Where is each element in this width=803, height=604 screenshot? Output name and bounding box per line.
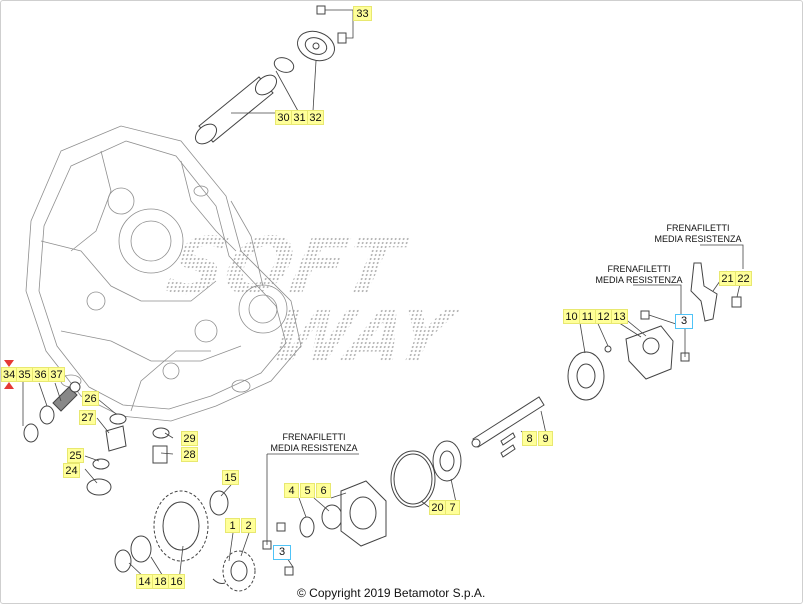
note-threadlocker-low: FRENAFILETTI MEDIA RESISTENZA (259, 432, 369, 454)
note-threadlocker-mid: FRENAFILETTI MEDIA RESISTENZA (584, 264, 694, 286)
part-label-15[interactable]: 15 (222, 470, 239, 485)
part-label-13[interactable]: 13 (611, 309, 628, 324)
note-mid-line2: MEDIA RESISTENZA (595, 275, 683, 285)
part-label-18[interactable]: 18 (152, 574, 169, 589)
crankcase (25, 125, 302, 422)
bracket (690, 262, 742, 322)
part-label-5[interactable]: 5 (300, 483, 315, 498)
part-label-2[interactable]: 2 (241, 518, 256, 533)
part-label-8[interactable]: 8 (522, 431, 537, 446)
part-label-24[interactable]: 24 (63, 463, 80, 478)
part-label-12[interactable]: 12 (595, 309, 612, 324)
part-label-26[interactable]: 26 (82, 391, 99, 406)
watermark-line2: WAY (262, 295, 466, 379)
part-label-10[interactable]: 10 (563, 309, 580, 324)
note-low-line1: FRENAFILETTI (282, 432, 346, 442)
oil-filter-assembly (194, 5, 347, 145)
part-label-30[interactable]: 30 (275, 110, 292, 125)
part-label-33[interactable]: 33 (353, 6, 372, 21)
part-label-3-lower[interactable]: 3 (273, 545, 291, 560)
part-label-4[interactable]: 4 (284, 483, 299, 498)
note-top-line1: FRENAFILETTI (666, 223, 730, 233)
part-label-21[interactable]: 21 (719, 271, 736, 286)
part-label-35[interactable]: 35 (16, 367, 33, 382)
red-marker-bottom (4, 382, 14, 389)
note-low-line2: MEDIA RESISTENZA (270, 443, 358, 453)
gear-train (114, 490, 294, 592)
copyright-notice: © Copyright 2019 Betamotor S.p.A. (297, 586, 486, 600)
pump-cover (299, 480, 387, 547)
part-label-37[interactable]: 37 (48, 367, 65, 382)
part-label-6[interactable]: 6 (316, 483, 331, 498)
part-label-25[interactable]: 25 (67, 448, 84, 463)
part-label-22[interactable]: 22 (735, 271, 752, 286)
part-label-7[interactable]: 7 (445, 500, 460, 515)
watermark-line1: SOFT (159, 220, 417, 312)
part-label-31[interactable]: 31 (291, 110, 308, 125)
rotor-group (390, 440, 462, 508)
part-label-1[interactable]: 1 (225, 518, 240, 533)
part-label-34[interactable]: 34 (1, 367, 17, 382)
part-label-32[interactable]: 32 (307, 110, 324, 125)
part-label-20[interactable]: 20 (429, 500, 446, 515)
part-label-36[interactable]: 36 (32, 367, 49, 382)
watermark: SOFT WAY (159, 220, 467, 379)
oil-pump (567, 310, 690, 401)
oil-pressure-valve-group (23, 381, 81, 443)
oil-fittings (86, 413, 170, 496)
part-label-16[interactable]: 16 (168, 574, 185, 589)
note-threadlocker-top: FRENAFILETTI MEDIA RESISTENZA (643, 223, 753, 245)
note-mid-line1: FRENAFILETTI (607, 264, 671, 274)
part-label-3-upper[interactable]: 3 (675, 314, 693, 329)
part-label-11[interactable]: 11 (579, 309, 596, 324)
pump-shaft (471, 396, 545, 458)
part-label-29[interactable]: 29 (181, 431, 198, 446)
part-label-28[interactable]: 28 (181, 447, 198, 462)
part-label-27[interactable]: 27 (79, 410, 96, 425)
red-marker-top (4, 360, 14, 367)
part-label-14[interactable]: 14 (136, 574, 153, 589)
note-top-line2: MEDIA RESISTENZA (654, 234, 742, 244)
part-label-9[interactable]: 9 (538, 431, 553, 446)
